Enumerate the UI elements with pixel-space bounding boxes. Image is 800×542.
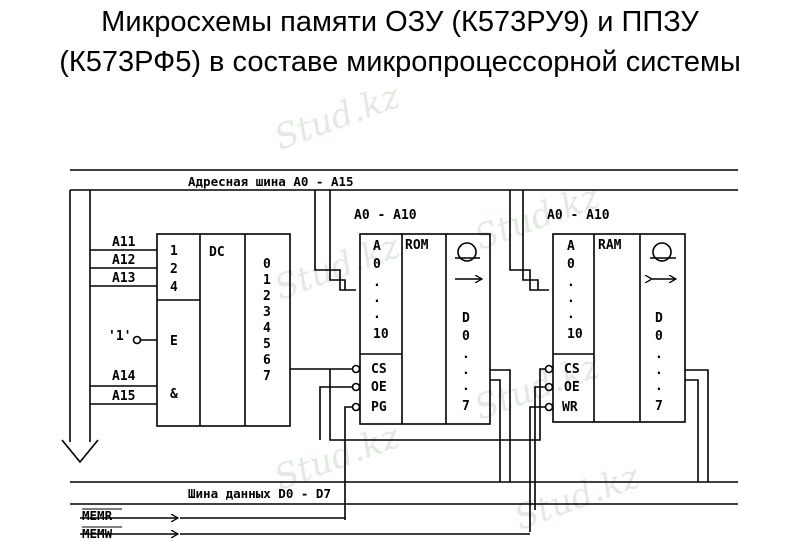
rom-address-column: A 0 . . . 10 bbox=[373, 239, 389, 342]
input-a12: A12 bbox=[112, 253, 135, 268]
decoder-output: 0 bbox=[263, 257, 271, 272]
decoder-output: 1 bbox=[263, 273, 271, 288]
rom-address-char: . bbox=[373, 291, 381, 306]
ram-address-char: A bbox=[567, 239, 575, 254]
weight-2: 2 bbox=[170, 262, 178, 277]
slide-title: Микросхемы памяти ОЗУ (К573РУ9) и ППЗУ (… bbox=[0, 2, 800, 82]
ram-cs-label: CS bbox=[564, 362, 580, 377]
rom-block bbox=[359, 233, 491, 425]
decoder-output: 4 bbox=[263, 321, 271, 336]
rom-address-link bbox=[314, 190, 356, 291]
decoder-output: 5 bbox=[263, 337, 271, 352]
rom-title: ROM bbox=[405, 238, 429, 253]
ram-data-char: . bbox=[655, 363, 663, 378]
rom-pg-label: PG bbox=[371, 400, 387, 415]
ram-bidirectional-arrow-icon bbox=[650, 242, 676, 279]
one-input-pin bbox=[132, 335, 142, 345]
rom-address-char: . bbox=[373, 307, 381, 322]
ram-title: RAM bbox=[598, 238, 622, 253]
rom-address-char: A bbox=[373, 239, 381, 254]
ram-address-char: 10 bbox=[567, 327, 583, 342]
decoder-output: 6 bbox=[263, 353, 271, 368]
ram-oe-label: OE bbox=[564, 380, 580, 395]
address-bus-label: Адресная шина A0 - A15 bbox=[188, 174, 354, 189]
decoder-outputs: 0 1 2 3 4 5 6 7 bbox=[263, 257, 271, 384]
title-line-2: (К573РФ5) в составе микропроцессорной си… bbox=[59, 46, 741, 78]
ram-data-char: . bbox=[655, 347, 663, 362]
cs-select-lines bbox=[290, 368, 545, 441]
memw-label: MEMW bbox=[82, 526, 113, 541]
rom-address-char: . bbox=[373, 275, 381, 290]
rom-oe-label: OE bbox=[371, 380, 387, 395]
ram-address-char: . bbox=[567, 291, 575, 306]
enable-label: E bbox=[170, 334, 178, 349]
ram-data-char: 7 bbox=[655, 399, 663, 414]
rom-address-char: 10 bbox=[373, 327, 389, 342]
decoder-output: 7 bbox=[263, 369, 271, 384]
rom-data-char: . bbox=[462, 379, 470, 394]
ram-control-pins bbox=[544, 364, 554, 412]
ram-address-char: . bbox=[567, 275, 575, 290]
rom-data-char: . bbox=[462, 347, 470, 362]
ram-data-column: D 0 . . . 7 bbox=[655, 311, 663, 414]
ram-wr-label: WR bbox=[562, 400, 578, 415]
rom-output-arrow-icon bbox=[455, 242, 482, 279]
data-bus-label: Шина данных D0 - D7 bbox=[188, 486, 331, 501]
and-label: & bbox=[170, 387, 178, 402]
input-a13: A13 bbox=[112, 271, 135, 286]
ram-address-char: 0 bbox=[567, 257, 575, 272]
rom-data-char: . bbox=[462, 363, 470, 378]
rom-control-wiring bbox=[319, 386, 352, 520]
one-signal-label: '1' bbox=[108, 329, 131, 344]
rom-address-caption: A0 - A10 bbox=[354, 208, 417, 223]
input-a15: A15 bbox=[112, 389, 135, 404]
ram-address-char: . bbox=[567, 307, 575, 322]
ram-address-link bbox=[509, 190, 549, 291]
rom-data-char: D bbox=[462, 311, 470, 326]
decoder-block bbox=[156, 233, 291, 427]
ram-data-char: D bbox=[655, 311, 663, 326]
watermark-group: Stud.kz Stud.kz Stud.kz Stud.kz Stud.kz … bbox=[269, 76, 646, 538]
rom-data-column: D 0 . . . 7 bbox=[462, 311, 470, 414]
ram-address-column: A 0 . . . 10 bbox=[567, 239, 583, 342]
decoder-output: 3 bbox=[263, 305, 271, 320]
ram-block bbox=[552, 233, 686, 423]
decoder-input-lines bbox=[90, 249, 157, 405]
input-a14: A14 bbox=[112, 369, 136, 384]
rom-data-link bbox=[490, 369, 511, 482]
data-bus bbox=[70, 481, 738, 505]
title-line-1: Микросхемы памяти ОЗУ (К573РУ9) и ППЗУ bbox=[101, 6, 699, 38]
ram-address-caption: A0 - A10 bbox=[547, 208, 610, 223]
watermark-text: Stud.kz bbox=[269, 76, 406, 158]
decoder-output: 2 bbox=[263, 289, 271, 304]
rom-control-pins bbox=[351, 364, 361, 412]
memr-label: MEMR bbox=[82, 508, 113, 523]
weight-4: 4 bbox=[170, 280, 178, 295]
rom-data-char: 0 bbox=[462, 329, 470, 344]
rom-address-char: 0 bbox=[373, 257, 381, 272]
ram-data-char: . bbox=[655, 379, 663, 394]
rom-cs-label: CS bbox=[371, 362, 387, 377]
ram-data-char: 0 bbox=[655, 329, 663, 344]
ram-control-wiring bbox=[529, 386, 545, 532]
decoder-title: DC bbox=[209, 245, 225, 260]
rom-data-char: 7 bbox=[462, 399, 470, 414]
ram-data-link bbox=[685, 369, 709, 482]
address-bus bbox=[61, 169, 738, 464]
weight-1: 1 bbox=[170, 244, 178, 259]
input-a11: A11 bbox=[112, 235, 136, 250]
